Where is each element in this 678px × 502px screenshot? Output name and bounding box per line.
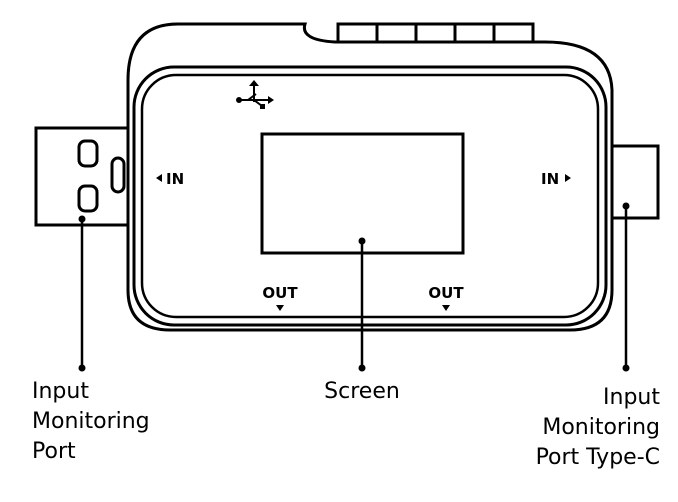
triangle-down-icon (276, 305, 284, 311)
triangle-left-icon (156, 174, 162, 182)
device-bezel-inner (140, 73, 600, 319)
out-left-label: OUT (262, 284, 298, 302)
screen-display (260, 132, 465, 255)
usb-a-pin-hole-top (77, 139, 99, 168)
callout-screen: Screen (312, 377, 412, 407)
device-bezel-outer (132, 65, 608, 327)
callout-left-line-2: Monitoring (32, 409, 150, 434)
callout-input-monitoring-port-type-c: Input Monitoring Port Type-C (536, 383, 660, 473)
usb-a-slot (110, 156, 126, 194)
triangle-down-icon (442, 305, 450, 311)
callout-right-line-3: Port Type-C (535, 445, 660, 470)
usb-a-pin-hole-bottom (77, 184, 99, 213)
triangle-right-icon (565, 174, 571, 182)
leader-line-center (358, 237, 366, 372)
in-left-label: IN (166, 170, 184, 188)
leader-line-left (78, 215, 86, 372)
callout-right-line-1: Input (603, 385, 660, 410)
out-right-label: OUT (428, 284, 464, 302)
callout-input-monitoring-port: Input Monitoring Port (32, 377, 150, 467)
callout-right-line-2: Monitoring (542, 415, 660, 440)
callout-left-line-1: Input (32, 379, 89, 404)
callout-left-line-3: Port (32, 439, 76, 464)
in-right-label: IN (541, 170, 559, 188)
leader-line-right (622, 202, 630, 372)
usb-icon (236, 80, 274, 109)
callout-center-line: Screen (324, 379, 400, 404)
